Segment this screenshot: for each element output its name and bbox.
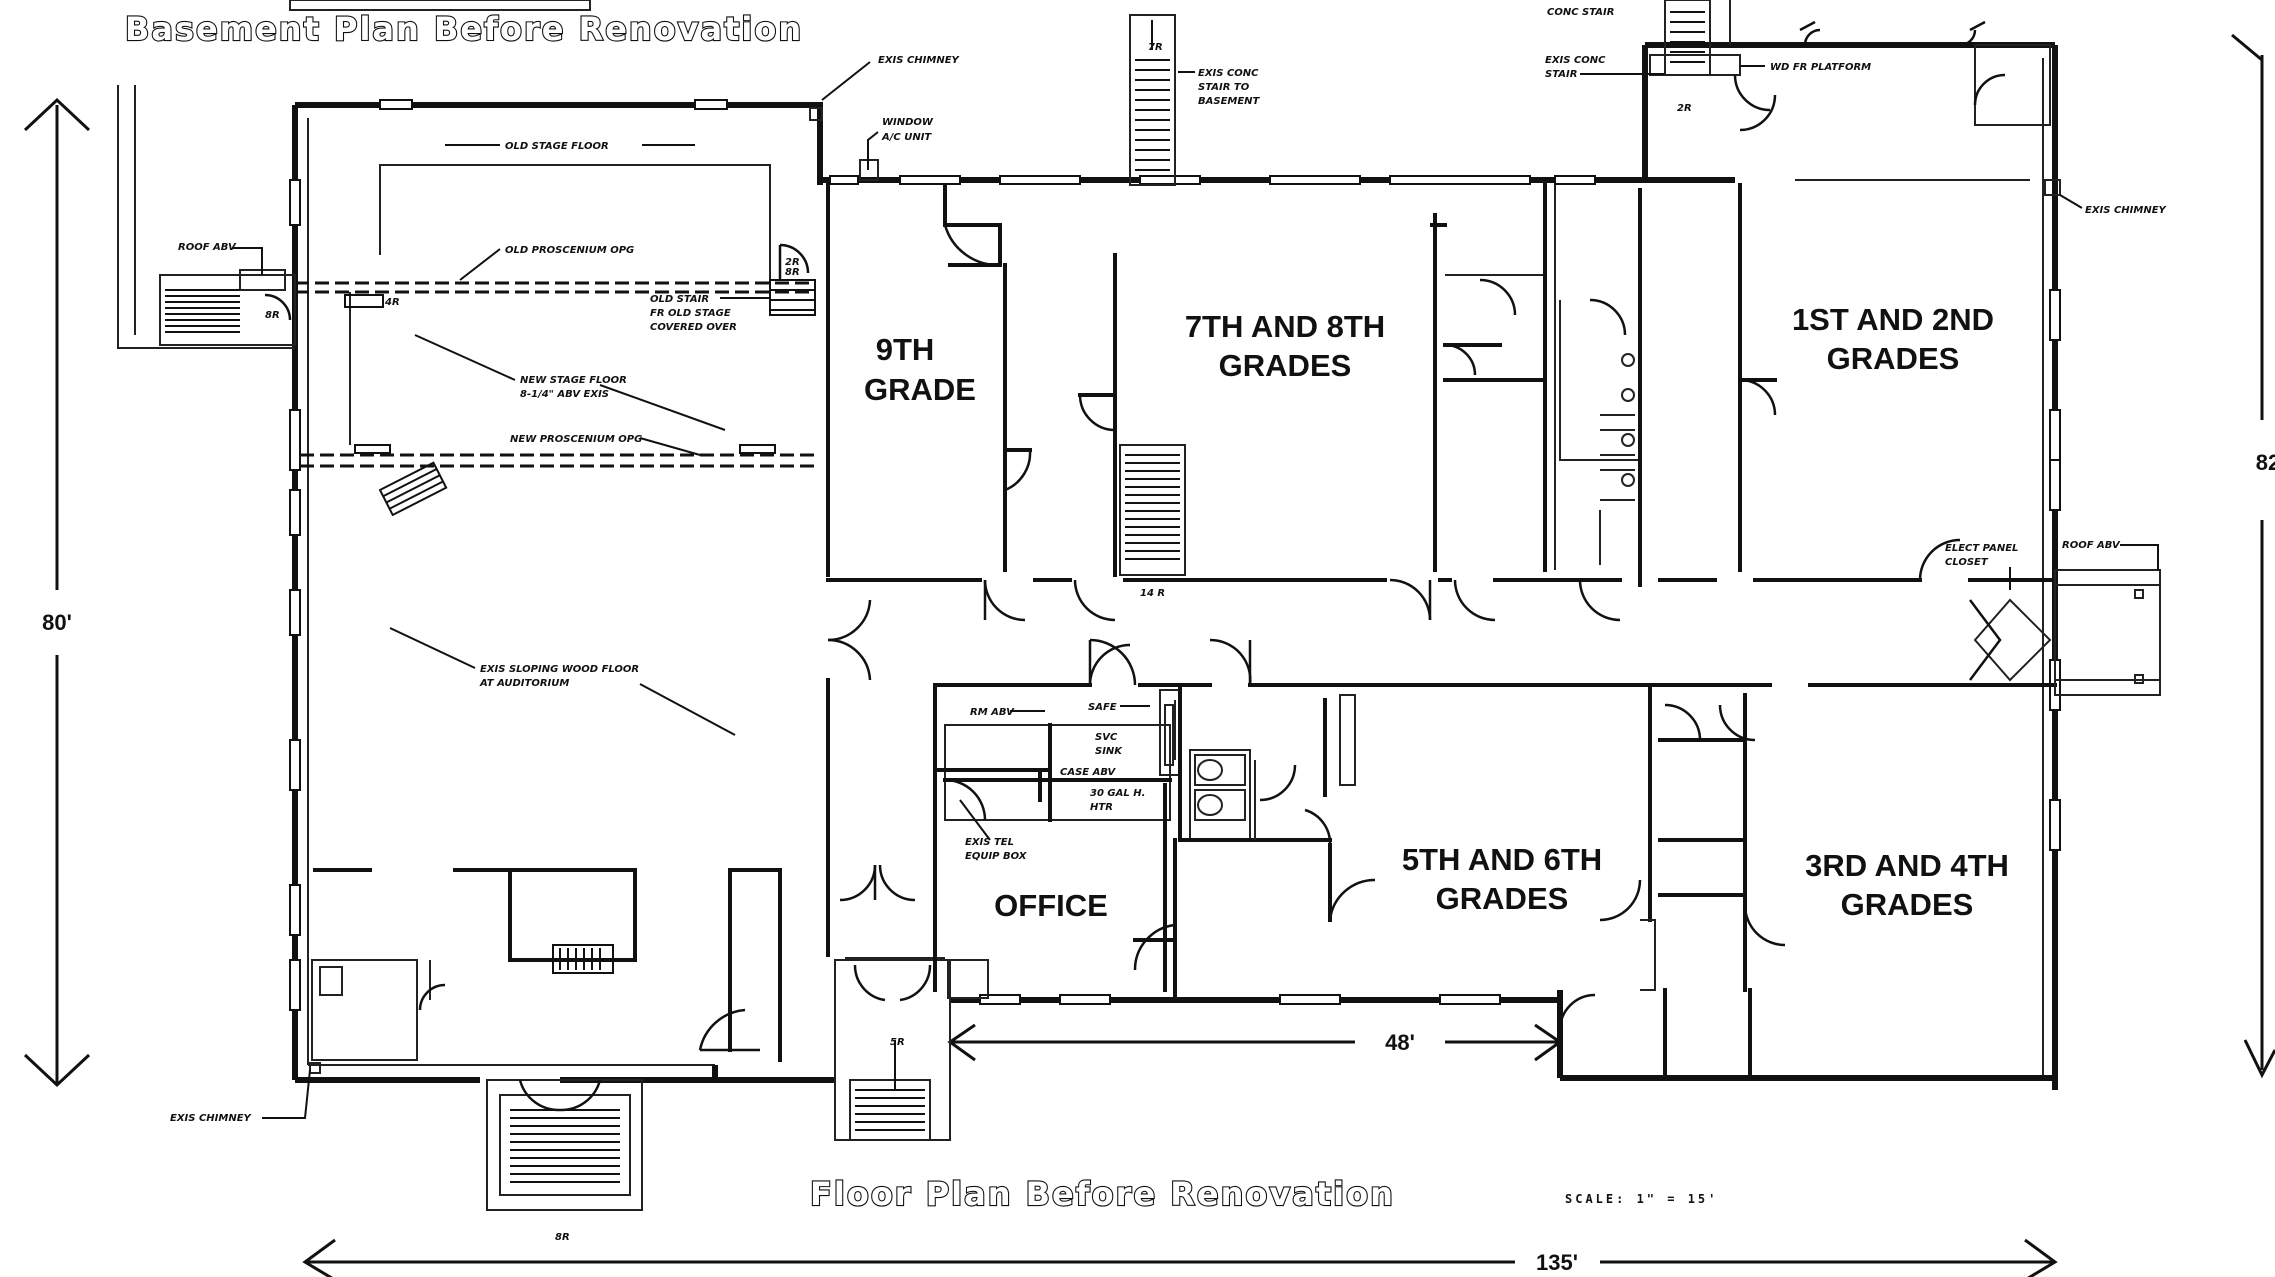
room-9th-grade-line1: 9TH xyxy=(876,332,935,367)
note-chimney-bottom: EXIS CHIMNEY xyxy=(170,1113,253,1124)
note-chimney-top: EXIS CHIMNEY xyxy=(878,55,961,66)
note-stair-basement-1: EXIS CONC xyxy=(1198,68,1259,79)
note-roof-abv-left: ROOF ABV xyxy=(178,242,237,253)
left-exterior-stair xyxy=(117,85,296,349)
note-stair-basement-2: STAIR TO xyxy=(1198,82,1250,93)
classroom-walls xyxy=(809,0,2161,1077)
note-new-stage-floor-2: 8-1/4" ABV EXIS xyxy=(520,389,609,400)
riser-label: 4R xyxy=(384,297,400,308)
room-office: OFFICE xyxy=(994,888,1108,923)
riser-label: 8R xyxy=(265,310,280,321)
note-water-heater-1: 30 GAL H. xyxy=(1090,788,1145,799)
note-rm-abv: RM ABV xyxy=(970,707,1015,718)
room-labels: 9TH GRADE 7TH AND 8TH GRADES 1ST AND 2ND… xyxy=(864,302,2009,923)
dimension-left: 80' xyxy=(42,610,72,635)
note-chimney-right: EXIS CHIMNEY xyxy=(2085,205,2168,216)
front-stairs xyxy=(486,957,951,1211)
note-tel-box-1: EXIS TEL xyxy=(965,837,1014,848)
room-1st-2nd-line1: 1ST AND 2ND xyxy=(1792,302,1994,337)
room-1st-2nd-line2: GRADES xyxy=(1827,341,1960,376)
riser-label: 14 R xyxy=(1140,588,1165,599)
note-case-abv: CASE ABV xyxy=(1060,767,1117,778)
riser-label: 5R xyxy=(890,1037,905,1048)
room-9th-grade-line2: GRADE xyxy=(864,372,976,407)
note-tel-box-2: EQUIP BOX xyxy=(965,851,1028,862)
room-5th-6th-line2: GRADES xyxy=(1436,881,1569,916)
room-7th-8th-line2: GRADES xyxy=(1219,348,1352,383)
scale-note: SCALE: 1" = 15' xyxy=(1565,1192,1718,1206)
dimension-lines: 80' 82 135' 48' xyxy=(23,33,2275,1277)
dimension-right: 82 xyxy=(2256,450,2275,475)
basement-plan-heading: Basement Plan Before Renovation xyxy=(125,10,803,48)
note-new-proscenium: NEW PROSCENIUM OPG xyxy=(510,434,642,445)
stage-area xyxy=(295,164,816,517)
note-elect-panel-2: CLOSET xyxy=(1945,557,1989,568)
note-elect-panel-1: ELECT PANEL xyxy=(1945,543,2018,554)
riser-labels: 8R 7R 4R 8R 2R 14 R 5R 8R 2R xyxy=(265,42,1692,1243)
note-window-ac-2: A/C UNIT xyxy=(881,132,932,143)
title-box-edge xyxy=(289,0,591,11)
riser-label: 2R xyxy=(785,257,800,268)
note-old-stair-1: OLD STAIR xyxy=(650,294,709,305)
note-roof-abv-right: ROOF ABV xyxy=(2062,540,2121,551)
note-new-stage-floor-1: NEW STAGE FLOOR xyxy=(520,375,627,386)
floor-plan-heading: Floor Plan Before Renovation xyxy=(810,1175,1395,1213)
room-7th-8th-line1: 7TH AND 8TH xyxy=(1185,309,1385,344)
heading-group: Basement Plan Before Renovation Floor Pl… xyxy=(124,0,1718,1214)
note-sloping-floor-1: EXIS SLOPING WOOD FLOOR xyxy=(480,664,639,675)
annotations: EXIS CHIMNEY WINDOW A/C UNIT EXIS CONC S… xyxy=(170,7,2168,1124)
room-3rd-4th-line1: 3RD AND 4TH xyxy=(1805,848,2009,883)
riser-label: 8R xyxy=(555,1232,570,1243)
riser-label: 8R xyxy=(785,267,800,278)
note-window-ac-1: WINDOW xyxy=(882,117,934,128)
note-wd-platform: WD FR PLATFORM xyxy=(1770,62,1871,73)
note-old-proscenium: OLD PROSCENIUM OPG xyxy=(505,245,634,256)
riser-label: 2R xyxy=(1677,103,1692,114)
note-old-stair-2: FR OLD STAGE xyxy=(650,308,731,319)
note-stair-basement-3: BASEMENT xyxy=(1198,96,1261,107)
auditorium-interior xyxy=(313,183,916,1062)
note-old-stage-floor: OLD STAGE FLOOR xyxy=(505,141,609,152)
note-exis-conc-stair-1: EXIS CONC xyxy=(1545,55,1606,66)
room-5th-6th-line1: 5TH AND 6TH xyxy=(1402,842,1602,877)
note-exis-conc-stair-2: STAIR xyxy=(1545,69,1577,80)
note-sloping-floor-2: AT AUDITORIUM xyxy=(479,678,569,689)
note-sink-2: SINK xyxy=(1095,746,1123,757)
riser-label: 7R xyxy=(1148,42,1163,53)
note-sink-1: SVC xyxy=(1095,732,1118,743)
room-3rd-4th-line2: GRADES xyxy=(1841,887,1974,922)
note-old-stair-3: COVERED OVER xyxy=(650,322,737,333)
note-conc-stair-top: CONC STAIR xyxy=(1547,7,1614,18)
note-water-heater-2: HTR xyxy=(1090,802,1113,813)
note-safe: SAFE xyxy=(1088,702,1117,713)
dimension-bottom: 135' xyxy=(1536,1250,1578,1275)
dimension-inner: 48' xyxy=(1385,1030,1415,1055)
